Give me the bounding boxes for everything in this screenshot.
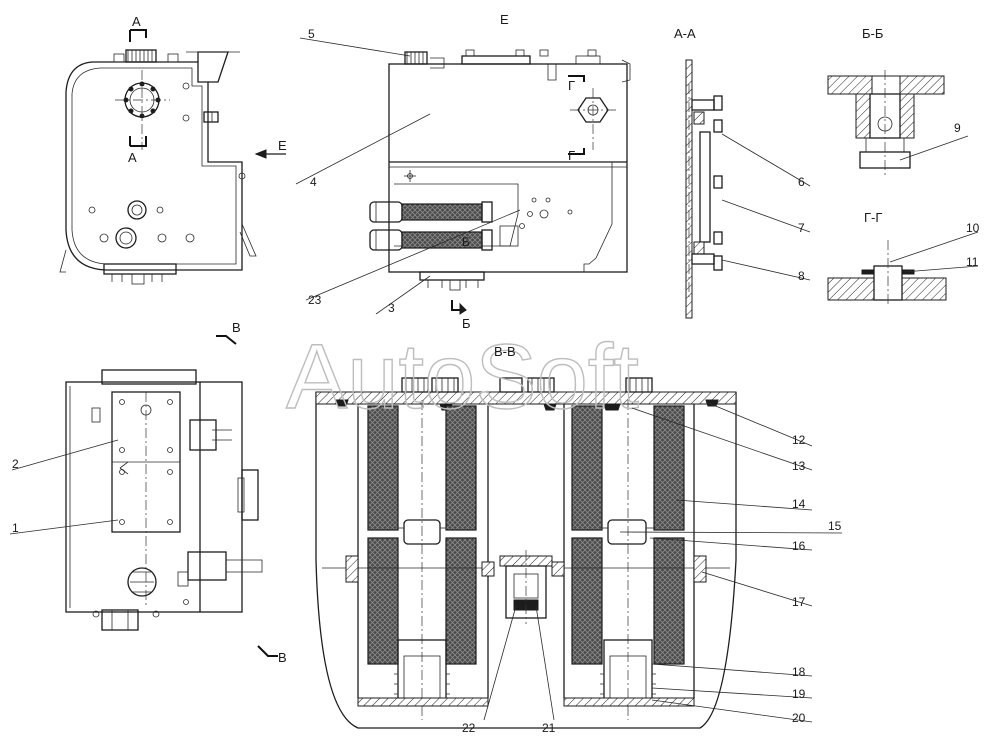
callout-14: 14 bbox=[792, 497, 806, 511]
section-labels: A A E E A-A Б-Б Г-Г В-В Г Г Б Б В В bbox=[128, 12, 883, 665]
side-view bbox=[59, 29, 286, 285]
callout-numbers: 1 2 3 4 5 6 7 8 9 10 11 12 13 14 15 16 1… bbox=[12, 27, 980, 735]
callout-12: 12 bbox=[792, 433, 806, 447]
callout-9: 9 bbox=[954, 121, 961, 135]
callout-7: 7 bbox=[798, 221, 805, 235]
callout-23: 23 bbox=[308, 293, 322, 307]
plan-view bbox=[65, 335, 278, 657]
callout-16: 16 bbox=[792, 539, 806, 553]
callout-17: 17 bbox=[792, 595, 806, 609]
callout-11: 11 bbox=[966, 255, 979, 269]
front-view-e bbox=[369, 49, 631, 315]
section-g-g bbox=[827, 240, 947, 306]
view-label-a-top: A bbox=[132, 14, 141, 29]
callout-6: 6 bbox=[798, 175, 805, 189]
section-a-a bbox=[685, 59, 723, 319]
callout-22: 22 bbox=[462, 721, 476, 735]
callout-8: 8 bbox=[798, 269, 805, 283]
callout-20: 20 bbox=[792, 711, 806, 725]
section-b-b bbox=[827, 70, 945, 176]
callout-5: 5 bbox=[308, 27, 315, 41]
view-label-b-bottom: Б bbox=[462, 316, 471, 331]
view-label-v-bottom: В bbox=[278, 650, 287, 665]
callout-15: 15 bbox=[828, 519, 842, 533]
callout-10: 10 bbox=[966, 221, 980, 235]
view-label-e: E bbox=[500, 12, 509, 27]
view-label-g-bottom: Г bbox=[568, 148, 575, 163]
section-title-a-a: A-A bbox=[674, 26, 696, 41]
section-v-v bbox=[315, 377, 737, 729]
callout-3: 3 bbox=[388, 301, 395, 315]
callout-18: 18 bbox=[792, 665, 806, 679]
view-label-a-bottom: A bbox=[128, 150, 137, 165]
callout-2: 2 bbox=[12, 457, 19, 471]
view-label-v-top: В bbox=[232, 320, 241, 335]
callout-19: 19 bbox=[792, 687, 806, 701]
section-title-b-b: Б-Б bbox=[862, 26, 883, 41]
section-title-g-g: Г-Г bbox=[864, 210, 882, 225]
watermark: AutoSoft bbox=[286, 326, 639, 428]
callout-1: 1 bbox=[12, 521, 19, 535]
view-label-g-top: Г bbox=[568, 78, 575, 93]
callout-4: 4 bbox=[310, 175, 317, 189]
view-label-b-inner: Б bbox=[462, 235, 470, 249]
view-label-e-arrow: E bbox=[278, 138, 287, 153]
callout-21: 21 bbox=[542, 721, 556, 735]
section-title-v-v: В-В bbox=[494, 344, 516, 359]
callout-13: 13 bbox=[792, 459, 806, 473]
leader-lines bbox=[9, 37, 979, 723]
